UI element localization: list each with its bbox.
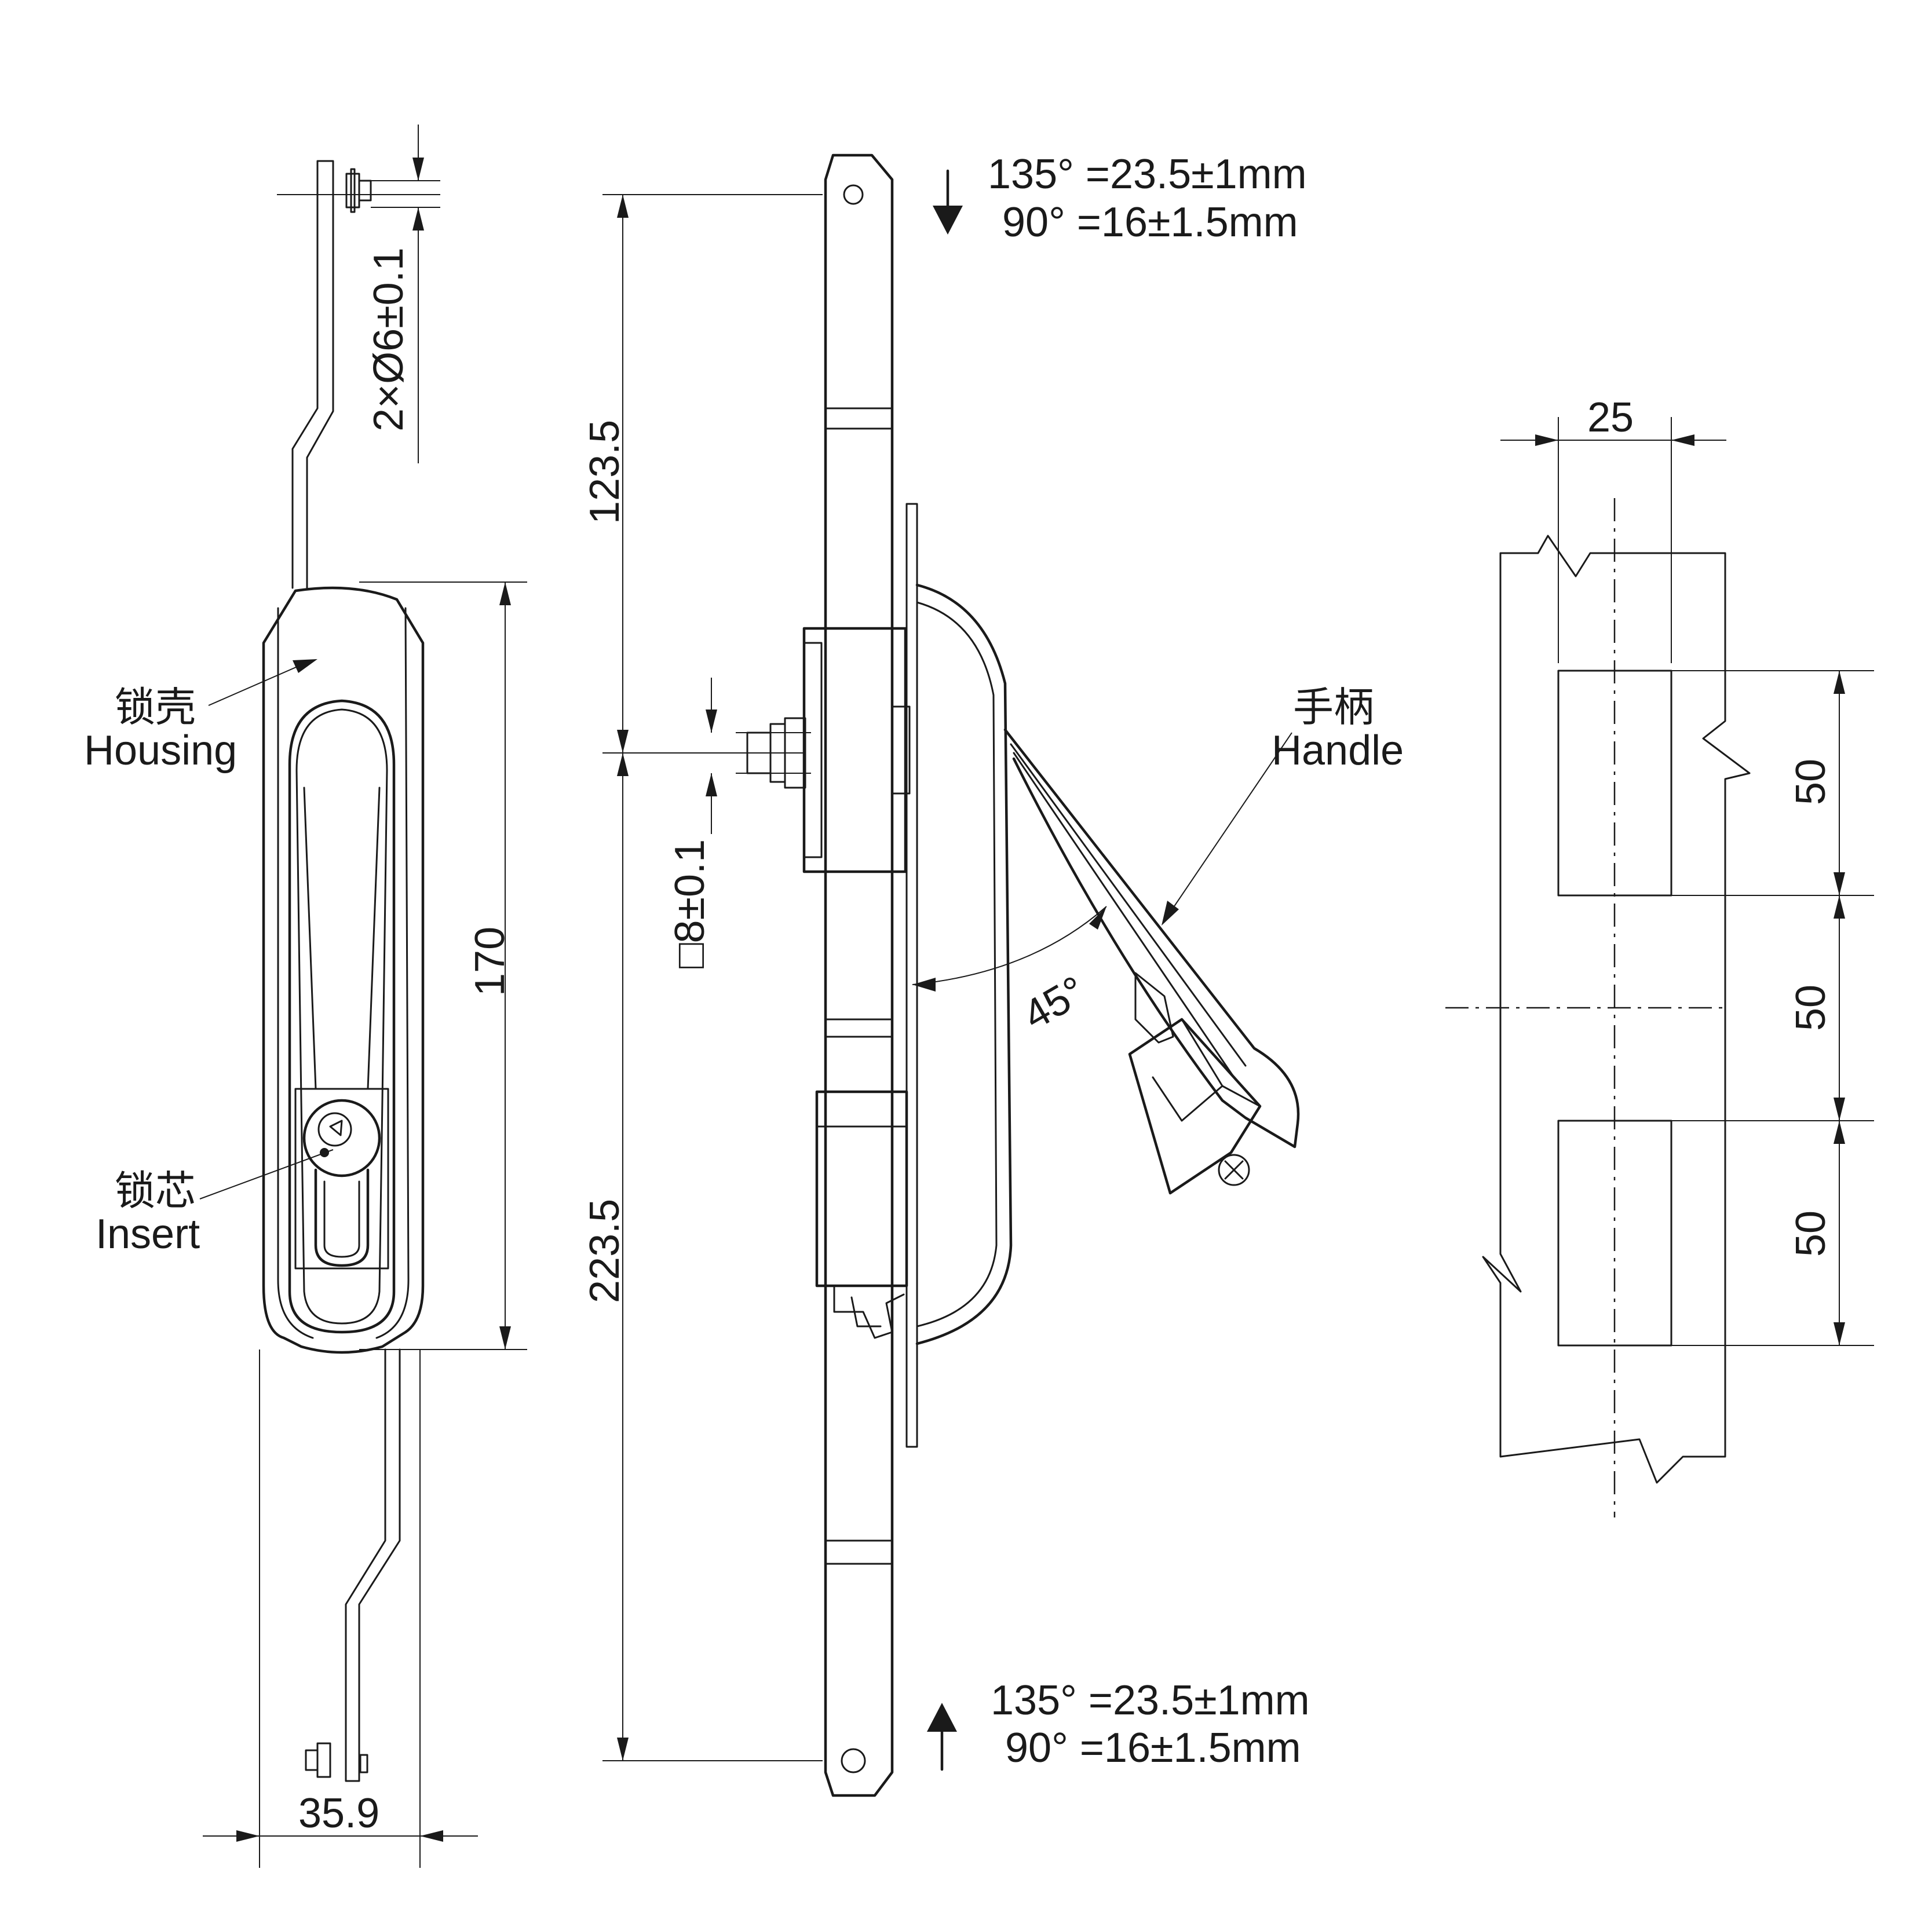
side-bar [824, 153, 894, 1797]
mount-plate [905, 503, 918, 1448]
upper-length-text: 123.5 [582, 420, 628, 524]
housing-label-en: Housing [84, 727, 237, 774]
upper-rod [291, 160, 334, 589]
lower-length-text: 223.5 [582, 1199, 628, 1303]
housing-outer [262, 586, 425, 1354]
width-dimension-text: 35.9 [298, 1790, 379, 1837]
angle-text: 45° [1016, 967, 1093, 1039]
cutout-width-text: 25 [1587, 394, 1634, 441]
angle-arrow-a [912, 978, 936, 992]
handle-label-en: Handle [1272, 727, 1404, 774]
bar-groove-mid [824, 1018, 893, 1038]
width-dimension [203, 1349, 478, 1868]
key-insert [294, 1088, 389, 1270]
hole-dimension [371, 125, 440, 463]
height-dimension [359, 582, 527, 1350]
bottom-hole [841, 1748, 866, 1773]
handle-leader-arrow [1162, 901, 1179, 926]
cutout-width-dimension [1500, 417, 1726, 663]
cutout-dim-a-text: 50 [1788, 759, 1834, 805]
hole-dimension-text: 2×Ø6±0.1 [366, 247, 412, 431]
top-bolt [277, 168, 440, 213]
stroke-top-line2: 90° =16±1.5mm [1002, 199, 1298, 246]
lower-rod [345, 1348, 401, 1782]
handle-body [295, 708, 388, 1325]
housing-profile [915, 583, 1013, 1345]
bar-length-dimension [602, 194, 823, 1761]
angle-arrow-b [1089, 906, 1106, 930]
upper-bracket [802, 627, 911, 873]
insert-label-en: Insert [96, 1211, 200, 1257]
handle-slot [288, 699, 396, 1334]
cutout-view [1445, 417, 1874, 1517]
handle-leader [1170, 732, 1292, 913]
stroke-arrow-up [927, 1703, 957, 1771]
bar-groove-bottom [824, 1539, 893, 1565]
insert-label-cn: 锁芯 [115, 1167, 196, 1215]
lower-bracket [815, 1090, 908, 1339]
panel-outline [1482, 535, 1751, 1484]
square-shaft-text: □8±0.1 [667, 839, 713, 968]
handle-open [1003, 728, 1300, 1195]
bottom-bolt [305, 1742, 368, 1778]
handle-grip-lines [303, 787, 381, 1090]
bar-groove-top [824, 407, 893, 430]
housing-inner-edge [277, 607, 410, 1339]
housing-label-cn: 锁壳 [115, 683, 196, 731]
stroke-bottom-line1: 135° =23.5±1mm [991, 1677, 1310, 1724]
height-dimension-text: 170 [467, 927, 513, 996]
cutout-dim-b-text: 50 [1788, 985, 1834, 1031]
handle-label-cn: 手柄 [1293, 683, 1374, 731]
housing-leader [208, 664, 302, 706]
cutout-dim-c-text: 50 [1788, 1210, 1834, 1257]
top-hole [843, 184, 864, 205]
stroke-top-line1: 135° =23.5±1mm [988, 151, 1307, 198]
stroke-arrow-down [933, 169, 963, 235]
front-view [199, 125, 527, 1868]
cutout-height-dimension [1671, 670, 1874, 1346]
insert-leader [199, 1149, 334, 1199]
angle-arc [912, 906, 1107, 985]
square-shaft [706, 678, 811, 834]
stroke-bottom-line2: 90° =16±1.5mm [1005, 1725, 1301, 1771]
housing-leader-arrow [293, 659, 317, 673]
side-view [602, 153, 1300, 1797]
